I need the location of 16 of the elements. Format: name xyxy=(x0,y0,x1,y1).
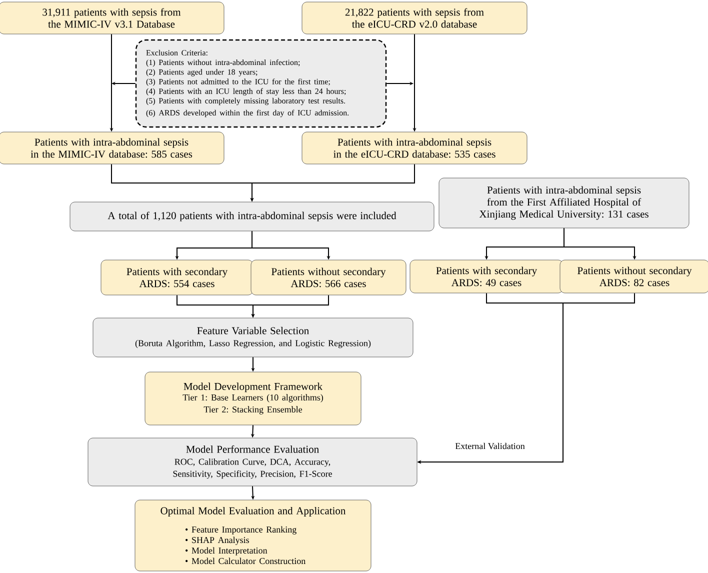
source-box: 21,822 patients with sepsis from the eICU-CRD v2.0 database xyxy=(302,2,528,34)
process-box: Model Performance Evaluation ROC, Calibration Curve, DCA, Accuracy, Sensitivity, Specificity, Precision, F1-Score xyxy=(88,438,418,486)
cohort-box: Patients with intra-abdominal sepsis in the MIMIC-IV database: 585 cases xyxy=(0,132,224,164)
process-box: Feature Variable Selection (Boruta Algorithm, Lasso Regression, and Logistic Regression) xyxy=(92,318,414,358)
source-box: 31,911 patients with sepsis from the MIMIC-IV v3.1 Database xyxy=(0,2,224,34)
cohort-box: Patients with intra-abdominal sepsis from the First Affiliated Hospital of Xinjiang Medical University: 131 cases xyxy=(438,178,690,228)
group-box: Patients with secondary ARDS: 554 cases xyxy=(100,260,254,296)
cohort-box: A total of 1,120 patients with intra-abdominal sepsis were included xyxy=(70,202,434,232)
process-box: Model Development Framework Tier 1: Base Learners (10 algorithms) Tier 2: Stacking Ensemble xyxy=(144,372,362,426)
edge-label: External Validation xyxy=(454,442,526,450)
process-box: Optimal Model Evaluation and Application • Feature Importance Ranking • SHAP Analysis • Model Interpretation • Model Calculator Construction xyxy=(134,500,372,572)
group-box: Patients without secondary ARDS: 82 cases xyxy=(560,260,708,294)
cohort-box: Patients with intra-abdominal sepsis in the eICU-CRD database: 535 cases xyxy=(302,132,528,164)
criteria-box: Exclusion Criteria: (1) Patients without intra-abdominal infection; (2) Patients aged under 18 years; (3) Patients not admitted to the ICU for the first time; (4) Patients with an ICU length of stay less than 24 hours; (5) Patients with completely missing laboratory test results. (6) ARDS developed within the first day of ICU admission. xyxy=(135,39,387,128)
group-box: Patients with secondary ARDS: 49 cases xyxy=(410,260,564,294)
group-box: Patients without secondary ARDS: 566 cases xyxy=(250,260,406,296)
